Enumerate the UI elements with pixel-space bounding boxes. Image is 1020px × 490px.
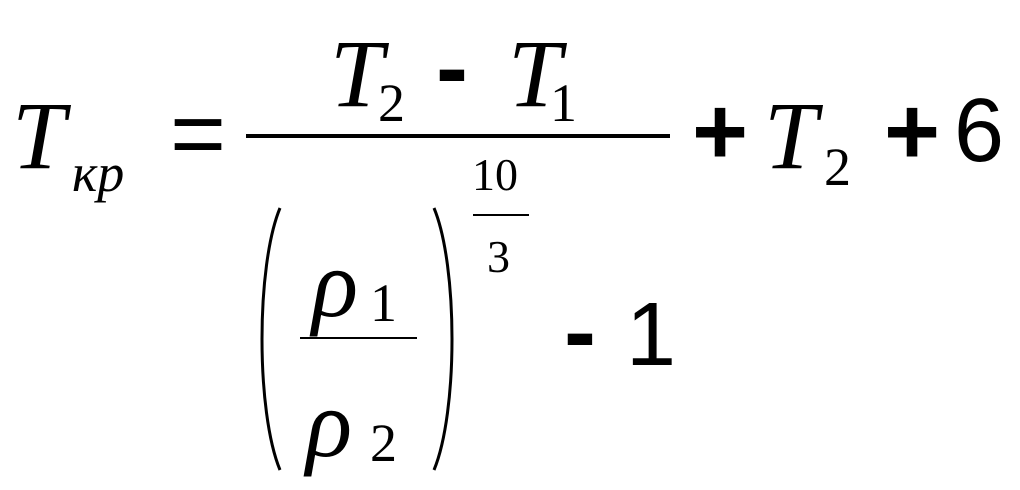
t2-subscript: 2 (824, 137, 851, 197)
numerator-t2-subscript: 2 (378, 73, 405, 133)
equals-sign: = (170, 80, 227, 187)
left-parenthesis (260, 207, 282, 471)
plus-sign-2: + (884, 78, 941, 185)
exponent-denominator: 3 (487, 231, 510, 282)
inner-fraction-bar (300, 337, 417, 339)
inner-num-rho-symbol: ρ (312, 230, 359, 337)
numerator-t1-subscript: 1 (550, 73, 577, 133)
exponent-numerator: 10 (472, 149, 518, 200)
right-parenthesis (432, 207, 454, 471)
plus-sign-1: + (692, 78, 749, 185)
t2-symbol: T (764, 82, 818, 189)
main-fraction-bar (246, 134, 670, 138)
denominator-one: 1 (626, 285, 677, 385)
inner-den-subscript: 2 (370, 413, 397, 473)
numerator-minus: - (436, 14, 468, 121)
lhs-subscript: кр (72, 143, 125, 203)
lhs-symbol: T (12, 82, 66, 189)
denominator-minus: - (564, 278, 596, 385)
numerator-t2-symbol: T (330, 20, 384, 127)
constant-six: 6 (954, 81, 1005, 181)
inner-num-subscript: 1 (370, 273, 397, 333)
inner-den-rho-symbol: ρ (306, 370, 353, 477)
numerator-t1-symbol: T (508, 20, 562, 127)
exponent-fraction-bar (473, 214, 529, 216)
